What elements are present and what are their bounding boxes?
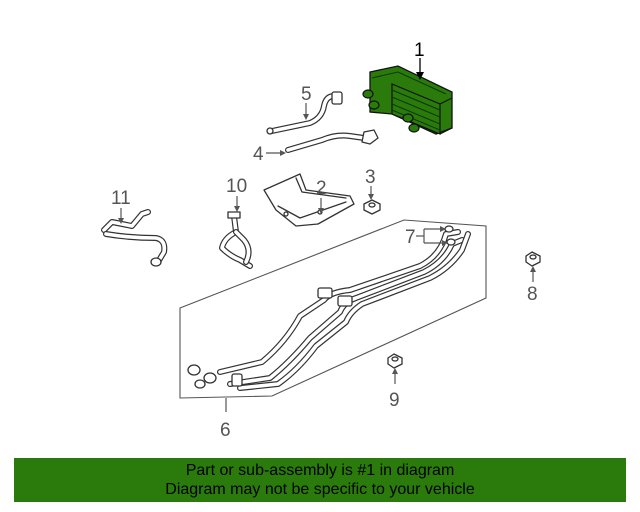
- callout-8-label: 8: [527, 284, 538, 305]
- part-info-banner: Part or sub-assembly is #1 in diagram Di…: [14, 458, 626, 502]
- bolt-part-9[interactable]: [387, 353, 403, 369]
- callout-9: 9: [389, 368, 400, 411]
- bracket-part-2[interactable]: [263, 173, 355, 227]
- callout-4: 4: [253, 144, 286, 165]
- callout-1: 1: [414, 40, 425, 80]
- callout-1-label: 1: [414, 40, 425, 61]
- callout-2-label: 2: [316, 178, 327, 199]
- callout-6: 6: [220, 398, 231, 441]
- callout-4-label: 4: [253, 144, 264, 165]
- callout-11: 11: [111, 188, 131, 224]
- callout-8: 8: [527, 266, 538, 305]
- oil-line-part-4[interactable]: [285, 129, 379, 153]
- callout-10-label: 10: [226, 176, 247, 197]
- callout-11-label: 11: [111, 188, 131, 209]
- callout-10: 10: [226, 176, 247, 212]
- callout-6-label: 6: [220, 420, 231, 441]
- callout-5-label: 5: [301, 84, 312, 105]
- banner-line-disclaimer: Diagram may not be specific to your vehi…: [165, 481, 475, 498]
- callout-7-label: 7: [405, 227, 416, 248]
- callout-2: 2: [316, 178, 327, 214]
- callout-3: 3: [365, 167, 376, 200]
- callout-5: 5: [301, 84, 312, 120]
- callout-9-label: 9: [389, 390, 400, 411]
- tube-assembly-part-6[interactable]: [179, 219, 487, 399]
- oil-line-part-5[interactable]: [266, 91, 343, 135]
- bolt-part-3[interactable]: [363, 199, 381, 215]
- callout-7: 7: [405, 226, 448, 248]
- oil-cooler-part-1[interactable]: [362, 65, 453, 135]
- bolt-part-8[interactable]: [525, 251, 541, 267]
- callout-3-label: 3: [365, 167, 376, 188]
- parts-diagram: 1 5 4 3 2: [101, 40, 541, 441]
- banner-line-part-number: Part or sub-assembly is #1 in diagram: [185, 462, 455, 479]
- hose-part-11[interactable]: [101, 209, 168, 267]
- hose-part-10[interactable]: [219, 211, 253, 269]
